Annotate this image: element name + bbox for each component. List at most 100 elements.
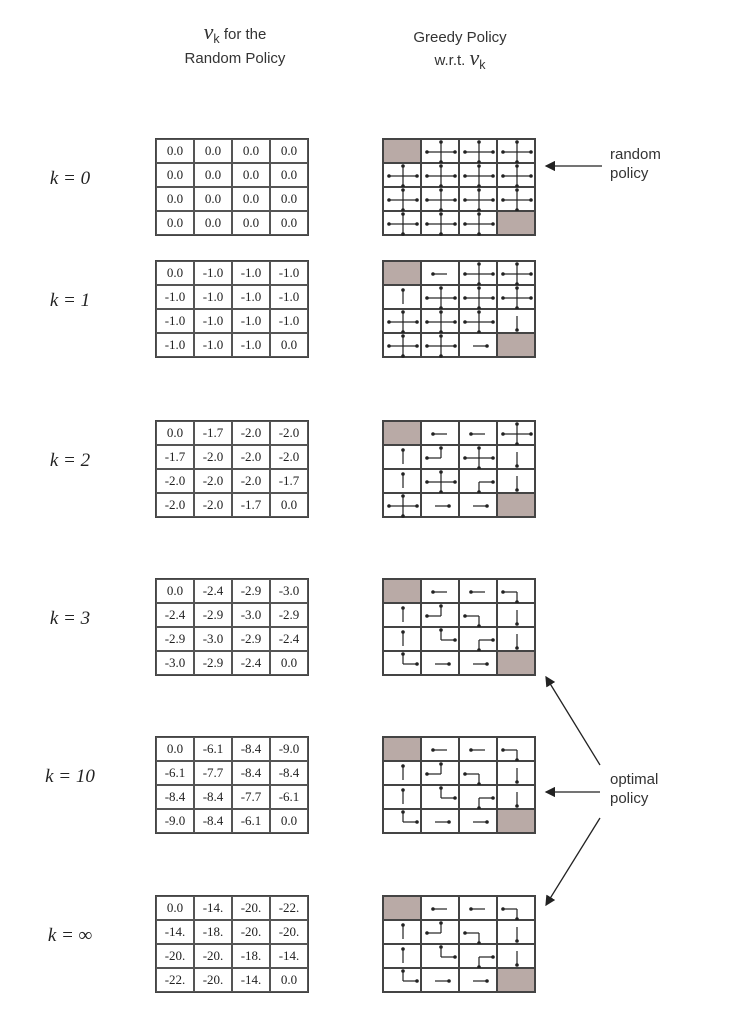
policy-cell <box>497 737 535 762</box>
iteration-label: k = 2 <box>49 450 91 471</box>
value-cell: -1.0 <box>194 333 232 357</box>
policy-cell <box>383 445 421 469</box>
value-cell: -2.4 <box>232 651 270 675</box>
value-cell: -7.7 <box>232 785 270 809</box>
value-cell: 0.0 <box>232 163 270 187</box>
terminal-cell <box>383 261 421 285</box>
policy-cell <box>421 627 459 651</box>
policy-cell <box>459 737 497 761</box>
value-cell: 0.0 <box>156 737 194 761</box>
terminal-cell <box>497 809 535 833</box>
k-subscript: k <box>479 58 486 72</box>
value-cell: -3.0 <box>232 603 270 627</box>
value-cell: -18. <box>232 944 270 968</box>
policy-cell <box>459 920 497 945</box>
policy-column-header: Greedy Policy w.r.t. vk <box>375 28 545 75</box>
terminal-cell <box>383 139 421 163</box>
value-cell: 0.0 <box>270 651 308 675</box>
value-cell: -22. <box>270 896 308 920</box>
value-cell: 0.0 <box>156 261 194 285</box>
optimal-policy-arrow <box>545 675 601 766</box>
policy-cell <box>421 163 459 188</box>
value-cell: -2.0 <box>232 421 270 445</box>
policy-cell <box>421 651 459 675</box>
value-cell: -2.0 <box>232 445 270 469</box>
value-cell: -8.4 <box>232 737 270 761</box>
random-policy-note: random policy <box>610 145 661 183</box>
policy-cell <box>459 761 497 786</box>
policy-cell <box>421 333 459 358</box>
policy-cell <box>459 445 497 470</box>
value-cell: 0.0 <box>232 139 270 163</box>
value-cell: -1.0 <box>232 309 270 333</box>
value-cell: -2.0 <box>270 421 308 445</box>
value-cell: 0.0 <box>156 187 194 211</box>
terminal-cell <box>497 493 535 517</box>
value-cell: -2.0 <box>194 445 232 469</box>
policy-cell <box>497 187 535 212</box>
policy-grid <box>382 578 536 676</box>
value-cell: 0.0 <box>232 211 270 235</box>
policy-cell <box>459 309 497 334</box>
value-cell: -2.4 <box>194 579 232 603</box>
policy-cell <box>459 944 497 969</box>
policy-cell <box>421 737 459 761</box>
policy-cell <box>383 968 421 992</box>
terminal-cell <box>497 211 535 235</box>
policy-cell <box>421 809 459 833</box>
policy-cell <box>421 761 459 785</box>
value-cell: 0.0 <box>270 493 308 517</box>
value-cell: -3.0 <box>156 651 194 675</box>
policy-cell <box>459 469 497 494</box>
policy-cell <box>497 261 535 286</box>
value-cell: -2.0 <box>194 493 232 517</box>
policy-cell <box>421 285 459 310</box>
policy-cell <box>459 603 497 628</box>
policy-cell <box>421 211 459 236</box>
policy-cell <box>459 261 497 286</box>
note-text: policy <box>610 165 649 182</box>
policy-cell <box>497 163 535 188</box>
policy-cell <box>383 603 421 627</box>
terminal-cell <box>383 421 421 445</box>
iteration-label: k = 3 <box>49 608 91 629</box>
value-cell: 0.0 <box>270 211 308 235</box>
iteration-label: k = ∞ <box>47 925 93 946</box>
note-text: policy <box>610 790 649 807</box>
value-cell: 0.0 <box>156 139 194 163</box>
policy-cell <box>421 261 459 285</box>
policy-cell <box>459 139 497 164</box>
value-cell: 0.0 <box>156 579 194 603</box>
policy-cell <box>497 579 535 604</box>
policy-cell <box>459 163 497 188</box>
policy-cell <box>383 651 421 675</box>
value-cell: -8.4 <box>270 761 308 785</box>
value-cell: -8.4 <box>156 785 194 809</box>
policy-cell <box>459 896 497 920</box>
policy-cell <box>459 809 497 833</box>
value-cell: -14. <box>270 944 308 968</box>
value-cell: -3.0 <box>270 579 308 603</box>
policy-cell <box>421 896 459 920</box>
v-symbol: v <box>469 45 480 70</box>
value-cell: -1.0 <box>270 285 308 309</box>
policy-cell <box>459 421 497 445</box>
header-text: Greedy Policy <box>413 29 507 46</box>
terminal-cell <box>497 968 535 992</box>
iteration-label: k = 0 <box>49 168 91 189</box>
value-cell: -9.0 <box>270 737 308 761</box>
value-grid: 0.0-14.-20.-22.-14.-18.-20.-20.-20.-20.-… <box>155 895 309 993</box>
policy-cell <box>383 785 421 809</box>
note-text: optimal <box>610 771 659 788</box>
value-cell: -2.4 <box>270 627 308 651</box>
terminal-cell <box>383 896 421 920</box>
value-cell: -1.7 <box>232 493 270 517</box>
value-cell: 0.0 <box>270 809 308 833</box>
value-cell: -6.1 <box>232 809 270 833</box>
header-text: w.r.t. <box>434 52 466 69</box>
value-cell: 0.0 <box>270 333 308 357</box>
value-cell: 0.0 <box>270 163 308 187</box>
policy-cell <box>459 493 497 517</box>
